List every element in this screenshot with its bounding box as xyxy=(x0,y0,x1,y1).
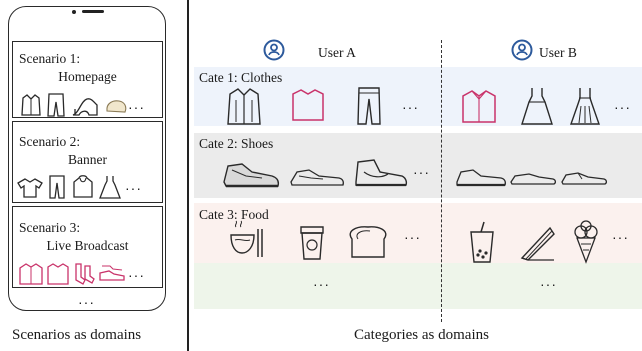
jeans-icon xyxy=(357,87,381,125)
more-ellipsis: ··· xyxy=(125,180,142,196)
category-band-clothes xyxy=(194,67,642,126)
scenario-title: Scenario 3: xyxy=(19,220,81,235)
scenario-card-2: Scenario 2: Banner ··· xyxy=(12,121,163,203)
trousers-icon xyxy=(49,175,65,199)
scenario-subtitle: Live Broadcast xyxy=(46,238,129,253)
scenario-subtitle: Homepage xyxy=(58,69,117,84)
user-b-label: User B xyxy=(539,45,577,60)
dress-icon xyxy=(521,88,553,125)
running-shoe-icon xyxy=(290,169,345,186)
tshirt-pink-icon xyxy=(292,89,324,121)
user-a-label: User A xyxy=(318,45,356,60)
bread-icon xyxy=(106,100,127,113)
more-ellipsis: ··· xyxy=(402,99,419,115)
user-divider xyxy=(441,40,442,322)
ice-cream-icon xyxy=(574,220,598,264)
more-ellipsis: ··· xyxy=(413,164,430,180)
sneaker-icon xyxy=(456,169,507,187)
more-ellipsis: ··· xyxy=(128,99,145,115)
scenario-card-3: Scenario 3: Live Broadcast ··· xyxy=(12,206,163,288)
scenario-card-1: Scenario 1: Homepage ··· xyxy=(12,41,163,118)
user-icon xyxy=(511,39,533,61)
scenario-title: Scenario 1: xyxy=(19,51,81,66)
category-band-other xyxy=(194,263,642,309)
noodle-bowl-icon xyxy=(230,220,263,257)
more-ellipsis: ··· xyxy=(540,276,557,292)
shirt-pink-icon xyxy=(19,263,43,285)
more-ellipsis: ··· xyxy=(614,99,631,115)
pleated-dress-icon xyxy=(570,88,600,125)
right-caption: Categories as domains xyxy=(354,327,489,343)
shoes-pink-icon xyxy=(99,265,125,281)
panel-divider xyxy=(187,0,189,351)
more-ellipsis: ··· xyxy=(612,229,629,245)
jeans-icon xyxy=(47,93,65,117)
category-label-shoes: Cate 2: Shoes xyxy=(199,136,274,151)
socks-icon xyxy=(75,263,95,285)
loafer-icon xyxy=(561,172,608,185)
user-icon xyxy=(263,39,285,61)
coffee-cup-icon xyxy=(300,226,324,260)
category-label-food: Cate 3: Food xyxy=(199,207,269,222)
phone-more-ellipsis: ··· xyxy=(78,294,95,310)
phone-camera-dot xyxy=(72,10,76,14)
phone-speaker-bar xyxy=(82,10,104,13)
shirt-pink-icon xyxy=(462,90,496,123)
category-band-food xyxy=(194,203,642,263)
more-ellipsis: ··· xyxy=(313,276,330,292)
high-top-sneaker-icon xyxy=(355,159,408,187)
jacket-icon xyxy=(227,88,261,125)
tshirt-pink-icon xyxy=(47,263,69,285)
tshirt-icon xyxy=(17,178,43,198)
category-label-clothes: Cate 1: Clothes xyxy=(199,70,283,85)
sandwich-icon xyxy=(520,226,555,261)
more-ellipsis: ··· xyxy=(404,229,421,245)
high-heel-icon xyxy=(72,98,98,116)
scenario-subtitle: Banner xyxy=(68,152,107,167)
dress-shoe-icon xyxy=(510,173,557,185)
hoodie-icon xyxy=(73,175,93,198)
dress-icon xyxy=(99,176,121,199)
left-caption: Scenarios as domains xyxy=(12,327,142,343)
basketball-shoe-icon xyxy=(223,163,280,188)
bubble-tea-icon xyxy=(470,221,494,263)
scenario-title: Scenario 2: xyxy=(19,134,81,149)
shirt-icon xyxy=(21,94,41,116)
bread-loaf-icon xyxy=(349,226,387,258)
more-ellipsis: ··· xyxy=(128,267,145,283)
